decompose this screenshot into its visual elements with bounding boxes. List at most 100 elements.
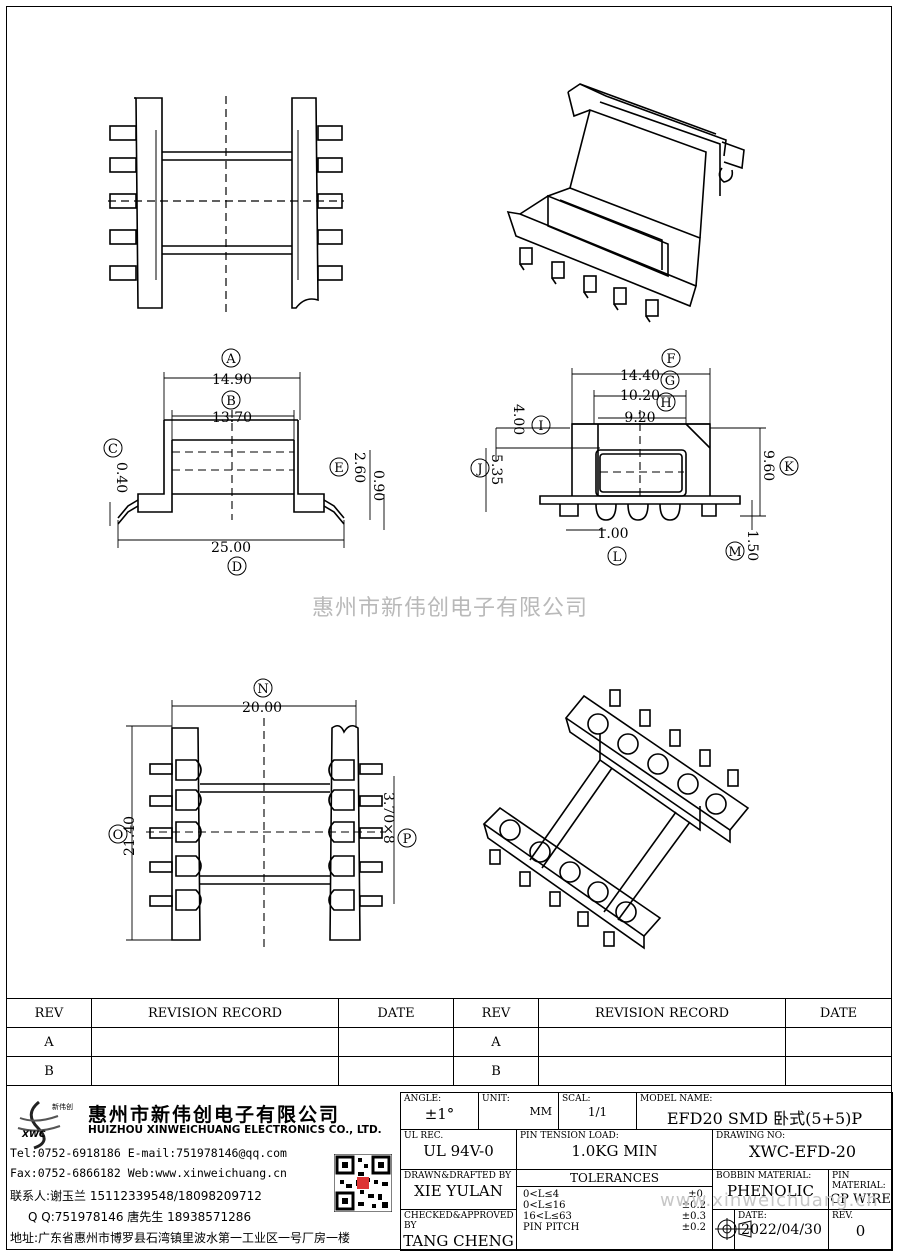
dim-c-value: 0.40 xyxy=(113,462,129,493)
dim-o-value: 21.40 xyxy=(122,816,138,856)
record-cell xyxy=(538,1056,786,1086)
record-cell xyxy=(91,1027,339,1057)
tolerance-value: ±0. xyxy=(688,1189,707,1200)
revision-header-row: REV REVISION RECORD DATE REV REVISION RE… xyxy=(6,998,892,1028)
date-cell xyxy=(338,1027,454,1057)
rev-label: REV. xyxy=(832,1211,854,1221)
pin-tension-value: 1.0KG MIN xyxy=(571,1142,658,1160)
company-name-en: HUIZHOU XINWEICHUANG ELECTRONICS CO., LT… xyxy=(88,1124,382,1136)
tolerance-row: 0<L≤16 ±0.2 xyxy=(523,1200,706,1211)
tolerance-range: 0<L≤16 xyxy=(523,1200,566,1211)
scale-value: 1/1 xyxy=(587,1105,608,1119)
tolerance-row: PIN PITCH ±0.2 xyxy=(523,1222,706,1233)
date-value: 2022/04/30 xyxy=(741,1222,822,1238)
dim-p-letter: P xyxy=(403,832,412,847)
tolerance-value: ±0.2 xyxy=(681,1200,707,1211)
dim-e2-value: 0.90 xyxy=(370,470,386,501)
ul-value: UL 94V-0 xyxy=(423,1142,494,1160)
rev-cell: B xyxy=(6,1056,92,1086)
dim-a-letter: A xyxy=(225,352,236,367)
tolerance-range: 16<L≤63 xyxy=(523,1211,572,1222)
pin-material-value: CP WIRE xyxy=(830,1192,891,1207)
bobbin-material-label: BOBBIN MATERIAL: xyxy=(716,1171,812,1181)
logo-cn-text: 新伟创 xyxy=(52,1103,73,1111)
tolerance-range: PIN PITCH xyxy=(523,1222,580,1233)
isometric-view-top xyxy=(506,83,745,323)
bottom-view xyxy=(149,724,383,941)
dim-b-value: 13.70 xyxy=(212,410,252,426)
angle-label: ANGLE: xyxy=(404,1094,442,1104)
dim-m-value: 1.50 xyxy=(744,530,760,561)
record-cell xyxy=(91,1056,339,1086)
date-header: DATE xyxy=(785,998,892,1028)
dim-m-letter: M xyxy=(728,545,741,560)
revision-row: A A xyxy=(6,1027,892,1057)
title-block: ANGLE:±1° UNIT:MM SCAL:1/1 MODEL NAME:EF… xyxy=(400,1092,894,1251)
revision-table: REV REVISION RECORD DATE REV REVISION RE… xyxy=(6,998,892,1086)
company-contact: 联系人:谢玉兰 15112339548/18098209712 xyxy=(10,1189,262,1203)
date-cell xyxy=(785,1056,892,1086)
tolerance-row: 16<L≤63 ±0.3 xyxy=(523,1211,706,1222)
unit-label: UNIT: xyxy=(482,1094,510,1104)
dim-k-letter: K xyxy=(784,460,794,475)
rev-header: REV xyxy=(453,998,539,1028)
revision-record-header: REVISION RECORD xyxy=(91,998,339,1028)
front-view xyxy=(117,419,345,525)
company-fax: Fax:0752-6866182 Web:www.xinweichuang.cn xyxy=(10,1166,287,1180)
dim-i-value: 4.00 xyxy=(510,404,526,435)
dim-d-value: 25.00 xyxy=(211,540,251,556)
revision-row: B B xyxy=(6,1056,892,1086)
rev-cell: A xyxy=(453,1027,539,1057)
dim-e-value: 2.60 xyxy=(351,452,367,483)
pin-material-label: PIN MATERIAL: xyxy=(832,1171,886,1191)
logo-text: XWC xyxy=(22,1130,46,1140)
watermark-text: 惠州市新伟创电子有限公司 xyxy=(311,596,588,621)
tolerance-value: ±0.3 xyxy=(681,1211,707,1222)
dim-d-letter: D xyxy=(232,560,242,575)
bobbin-material-value: PHENOLIC xyxy=(727,1182,814,1200)
company-address: 地址:广东省惠州市博罗县石湾镇里波水第一工业区一号厂房一楼 xyxy=(10,1231,351,1245)
rev-cell: B xyxy=(453,1056,539,1086)
dim-l-letter: L xyxy=(613,550,622,565)
dim-f-letter: F xyxy=(666,352,675,367)
dim-g-value: 10.20 xyxy=(620,388,660,404)
company-qq: Q Q:751978146 唐先生 18938571286 xyxy=(28,1210,252,1224)
company-tel: Tel:0752-6918186 E-mail:751978146@qq.com xyxy=(10,1146,287,1160)
dim-i-letter: I xyxy=(538,419,543,434)
dim-n-letter: N xyxy=(257,682,268,697)
record-cell xyxy=(538,1027,786,1057)
dim-g-letter: G xyxy=(665,374,675,389)
dim-n-value: 20.00 xyxy=(242,700,282,716)
company-logo-icon xyxy=(17,1100,61,1150)
technical-drawings: A 14.90 B 13.70 C 0.40 25.00 D E 2.60 0.… xyxy=(103,83,799,950)
side-view xyxy=(539,423,741,521)
tolerance-row: 0<L≤4 ±0. xyxy=(523,1189,706,1200)
tolerance-value: ±0.2 xyxy=(681,1222,707,1233)
dim-k-value: 9.60 xyxy=(760,450,776,481)
angle-value: ±1° xyxy=(424,1105,455,1123)
ul-label: UL REC. xyxy=(404,1131,444,1141)
revision-record-header: REVISION RECORD xyxy=(538,998,786,1028)
drawing-no-label: DRAWING NO: xyxy=(716,1131,786,1141)
projection-symbol-icon xyxy=(715,1217,752,1240)
dim-c-letter: C xyxy=(108,442,118,457)
company-name-cn: 惠州市新伟创电子有限公司 xyxy=(88,1104,341,1126)
company-block: XWC 新伟创 惠州市新伟创电子有限公司 HUIZHOU XINWEICHUAN… xyxy=(8,1092,400,1250)
unit-value: MM xyxy=(529,1105,553,1118)
dim-o-letter: O xyxy=(113,828,124,843)
tolerance-range: 0<L≤4 xyxy=(523,1189,560,1200)
tolerances-label: TOLERANCES xyxy=(517,1170,713,1187)
dim-e-letter: E xyxy=(334,461,344,476)
footer-watermark: www.xinweichuang.cn xyxy=(660,1190,879,1211)
rev-header: REV xyxy=(6,998,92,1028)
tolerances-list: 0<L≤4 ±0. 0<L≤16 ±0.2 16<L≤63 ±0.3 PIN PITC… xyxy=(517,1187,712,1235)
date-header: DATE xyxy=(338,998,454,1028)
pin-tension-label: PIN TENSION LOAD: xyxy=(520,1131,619,1141)
drawn-by-label: DRAWN&DRAFTED BY xyxy=(404,1171,512,1181)
dim-l-value: 1.00 xyxy=(597,526,628,542)
model-value: EFD20 SMD 卧式(5+5)P xyxy=(666,1109,863,1128)
checked-by-label: CHECKED&APPROVED BY xyxy=(404,1211,514,1231)
date-cell xyxy=(338,1056,454,1086)
dim-f-value: 14.40 xyxy=(620,368,660,384)
checked-by-value: TANG CHENG xyxy=(403,1232,514,1250)
